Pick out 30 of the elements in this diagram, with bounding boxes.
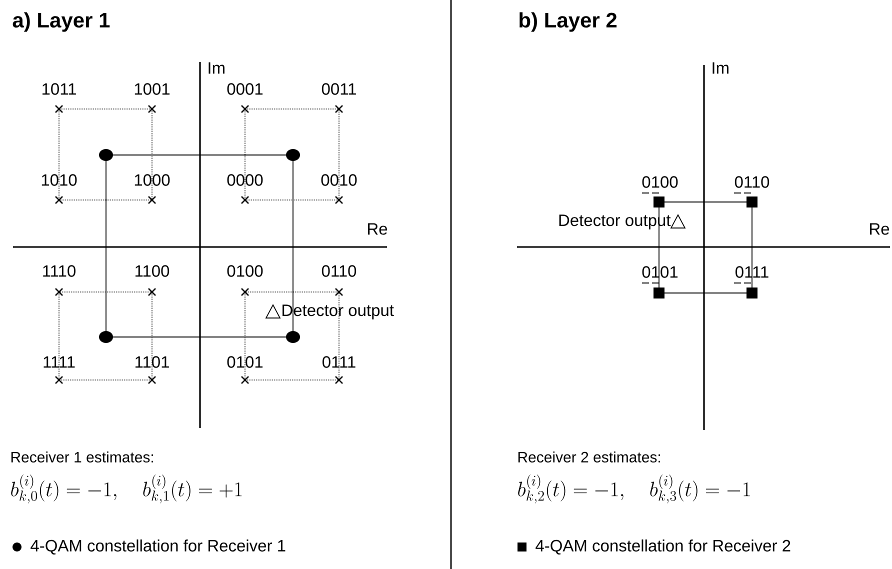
bit-label: 0001 [227, 83, 263, 95]
estimate-formula: $b_{k,0}^{(i)}(t) = -1,\quad b_{k,1}^{(i)}(t) = +1$ [11, 474, 242, 504]
bit-label: 1100 [136, 265, 170, 277]
legend-text: 4-QAM constellation for Receiver 1 [30, 539, 286, 555]
axis-label: Re [368, 223, 388, 235]
bit-label: 0101 [227, 356, 263, 368]
bit-label: 0011 [322, 83, 356, 95]
bit-label: 0010 [321, 174, 357, 186]
legend-text: 4-QAM constellation for Receiver 2 [536, 539, 790, 555]
estimates-heading: Receiver 1 estimates: [11, 451, 154, 462]
bit-label: 1001 [134, 83, 170, 95]
bit-label: 0111 [322, 356, 356, 368]
bit-label: 0110 [734, 176, 770, 188]
bit-label: 0110 [322, 265, 356, 277]
estimate-formula: $b_{k,2}^{(i)}(t) = -1,\quad b_{k,3}^{(i)}(t) = -1$ [518, 474, 750, 504]
axis-label: Re [870, 223, 890, 235]
bit-label: 0100 [642, 176, 678, 188]
bit-label: 0100 [227, 265, 263, 277]
axis-label: Im [712, 62, 728, 74]
axis-label: Im [208, 62, 224, 74]
bit-label: 1000 [134, 174, 170, 186]
panel-heading: b) Layer 2 [520, 12, 617, 32]
bit-label: 1111 [44, 356, 75, 368]
bit-label: 1101 [136, 356, 169, 368]
bit-label: 1011 [42, 83, 76, 95]
bit-label: 1010 [42, 174, 77, 186]
bit-label: 1110 [43, 265, 76, 277]
estimates-heading: Receiver 2 estimates: [518, 451, 660, 462]
bit-label: 0000 [227, 174, 263, 186]
panel-heading: a) Layer 1 [12, 12, 110, 32]
